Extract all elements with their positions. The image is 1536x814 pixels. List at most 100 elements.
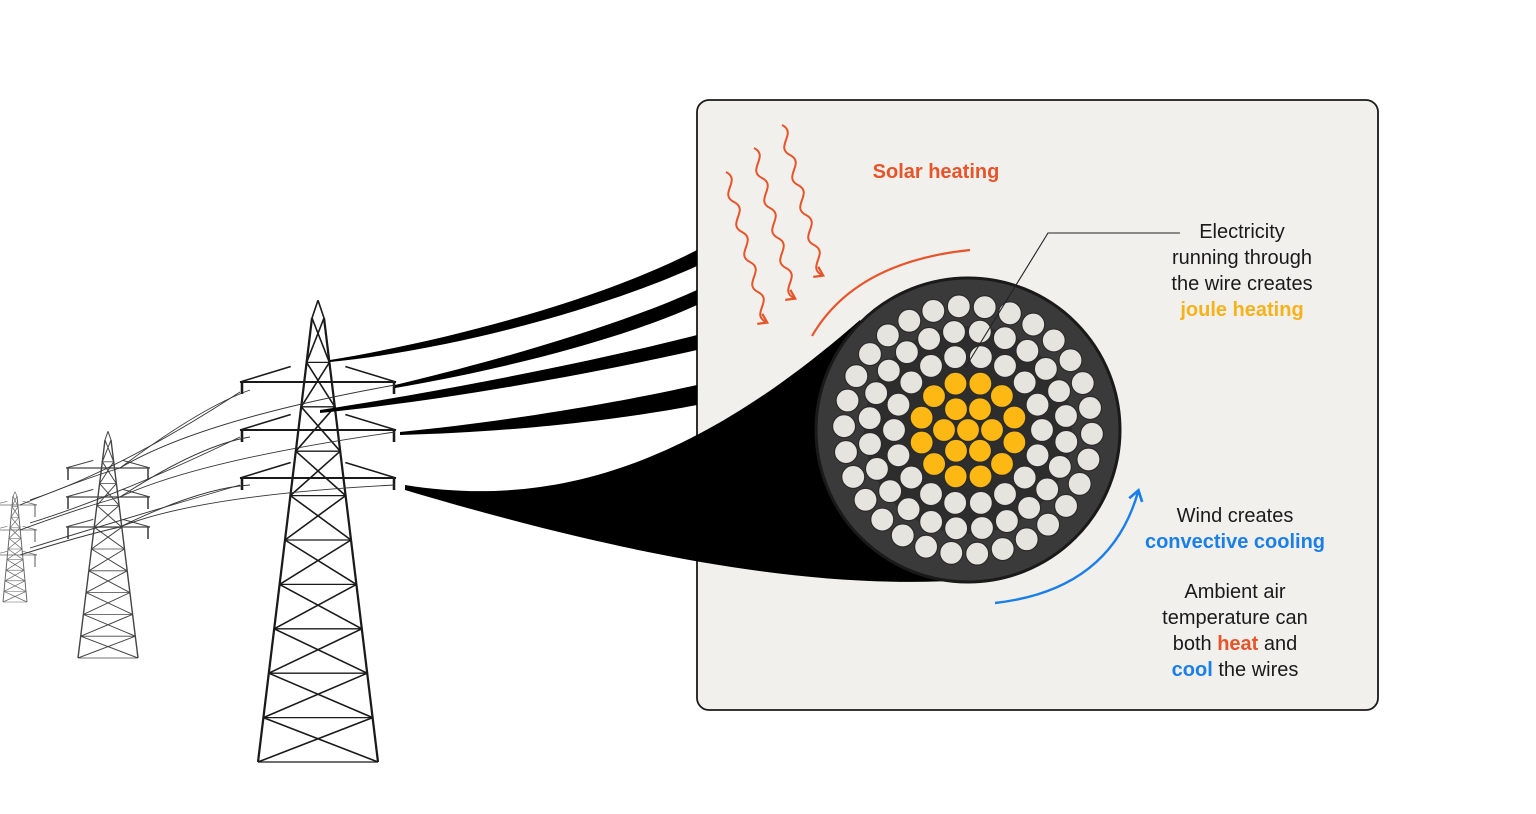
electricity-line-2: running through (1171, 247, 1313, 269)
core-strand (968, 371, 993, 396)
outer-strand (943, 490, 968, 515)
core-strand (1002, 430, 1027, 455)
core-strand (955, 417, 981, 443)
overhead-wires (19, 384, 396, 556)
outer-strand (886, 392, 911, 417)
outer-strand (1021, 312, 1046, 337)
wind-line-1: Wind creates (1176, 505, 1294, 527)
heat-term: heat (1217, 633, 1259, 655)
core-strand (967, 438, 993, 463)
cool-term: cool (1171, 659, 1213, 681)
outer-strand (1070, 370, 1095, 396)
outer-strand (944, 516, 969, 541)
outer-strand (897, 308, 922, 333)
transmission-tower-icon (0, 299, 397, 763)
core-strand (1002, 405, 1027, 430)
outer-strand (857, 431, 883, 457)
outer-strand (1053, 493, 1079, 519)
wind-arrow-icon (994, 488, 1144, 605)
outer-strand (1012, 370, 1037, 395)
outer-strand (853, 487, 878, 512)
core-strand (921, 384, 947, 409)
outer-strand (1033, 356, 1058, 381)
outer-strand (1067, 471, 1092, 496)
outer-strand (992, 326, 1017, 351)
outer-strand (831, 414, 857, 439)
core-strand (922, 451, 947, 477)
outer-strand (870, 507, 895, 532)
outer-strand (876, 358, 901, 383)
outer-strand (857, 406, 882, 431)
core-strand (943, 371, 968, 396)
outer-strand (1079, 421, 1105, 446)
outer-strand (943, 345, 968, 370)
ambient-both: both (1172, 633, 1212, 655)
outer-strand (896, 497, 921, 522)
outer-strand (992, 481, 1018, 507)
outer-strand (946, 294, 971, 319)
outer-strand (968, 345, 993, 370)
outer-strand (833, 439, 859, 465)
outer-strand (1014, 527, 1039, 552)
core-strand (989, 451, 1015, 476)
wind-cooling-label: Wind creates convective cooling (1120, 503, 1350, 555)
outer-strand (919, 509, 944, 534)
core-strand (989, 383, 1014, 409)
electricity-line-3: the wire creates (1171, 273, 1313, 295)
outer-strand (1077, 395, 1103, 421)
outer-strand (1041, 328, 1066, 353)
outer-strand (835, 388, 860, 413)
outer-strand (1054, 429, 1079, 454)
core-strand (943, 438, 969, 463)
outer-strand (857, 341, 883, 367)
outer-strand (894, 340, 919, 365)
outer-strand (1025, 443, 1050, 468)
outer-strand (1076, 447, 1101, 472)
outer-strand (990, 536, 1015, 562)
outer-strand (913, 534, 939, 559)
outer-strand (992, 353, 1018, 379)
outer-strand (1035, 477, 1060, 502)
core-strand (943, 464, 968, 489)
core-strand (931, 417, 957, 443)
core-strand (909, 430, 934, 455)
core-strand (943, 397, 969, 422)
solar-heat-arc (811, 248, 971, 337)
outer-strand (864, 381, 889, 406)
outer-strand (844, 364, 869, 389)
outer-strand (875, 323, 900, 348)
convective-cooling-term: convective cooling (1144, 531, 1326, 553)
joule-leader-line (964, 232, 1180, 369)
outer-strand (1036, 512, 1061, 537)
outer-strand (878, 479, 903, 504)
ambient-line-1: Ambient air (1184, 581, 1286, 603)
solar-wave-arrow-icon (725, 124, 826, 325)
outer-strand (1025, 392, 1050, 417)
outer-strand (1058, 348, 1083, 373)
core-strand (979, 417, 1005, 443)
ambient-and: and (1263, 633, 1298, 655)
outer-strand (1047, 454, 1072, 479)
outer-strand (994, 508, 1019, 534)
outer-strand (1015, 338, 1040, 363)
outer-strand (969, 515, 995, 541)
thick-wires (320, 250, 697, 435)
outer-strand (899, 465, 924, 490)
outer-strand (886, 443, 911, 468)
outer-strand (965, 541, 990, 566)
outer-strand (1017, 495, 1042, 520)
joule-heating-term: joule heating (1180, 299, 1304, 321)
outer-strand (1012, 465, 1037, 490)
electricity-line-1: Electricity (1199, 221, 1285, 243)
outer-strand (890, 523, 915, 548)
outer-strand (841, 464, 866, 490)
outer-strand (918, 481, 944, 507)
outer-strand (1046, 379, 1072, 404)
outer-strand (864, 456, 890, 481)
outer-strand (972, 295, 997, 320)
ambient-temperature-label: Ambient air temperature can both heat an… (1120, 579, 1350, 683)
ambient-wires: the wires (1218, 659, 1299, 681)
solar-heating-label: Solar heating (872, 161, 1000, 183)
